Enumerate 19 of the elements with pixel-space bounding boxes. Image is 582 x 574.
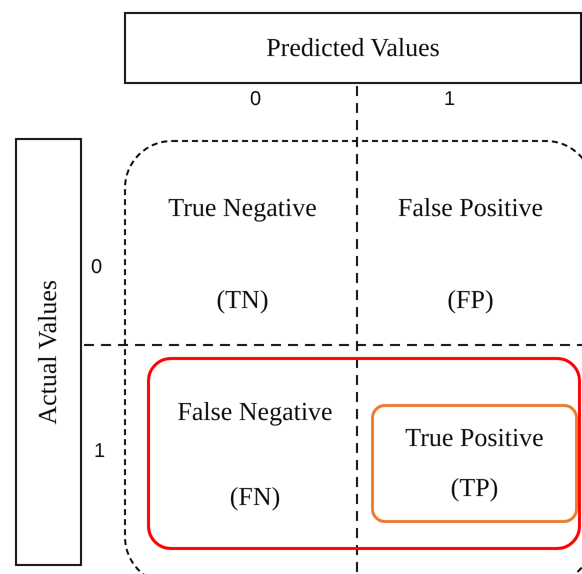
- cell-label: True Positive: [405, 424, 544, 453]
- cell-label: False Negative: [177, 398, 333, 427]
- cell-label: (TN): [216, 286, 268, 316]
- header-box: [124, 12, 582, 84]
- cell-label: (FN): [230, 483, 280, 512]
- header-label: Predicted Values: [266, 34, 440, 62]
- column-index-label: 1: [444, 88, 456, 111]
- highlight-box: [371, 404, 578, 523]
- header-box: [15, 138, 82, 566]
- column-index-label: 0: [250, 88, 262, 111]
- matrix-outline: [124, 140, 582, 574]
- cell-label: True Negative: [168, 194, 317, 223]
- cell-label: False Positive: [398, 194, 544, 223]
- header-label: Actual Values: [34, 280, 63, 424]
- row-index-label: 0: [91, 256, 102, 279]
- cell-label: (TP): [450, 474, 498, 504]
- row-index-label: 1: [94, 440, 106, 463]
- cell-label: (FP): [447, 286, 494, 316]
- highlight-box: [147, 357, 581, 550]
